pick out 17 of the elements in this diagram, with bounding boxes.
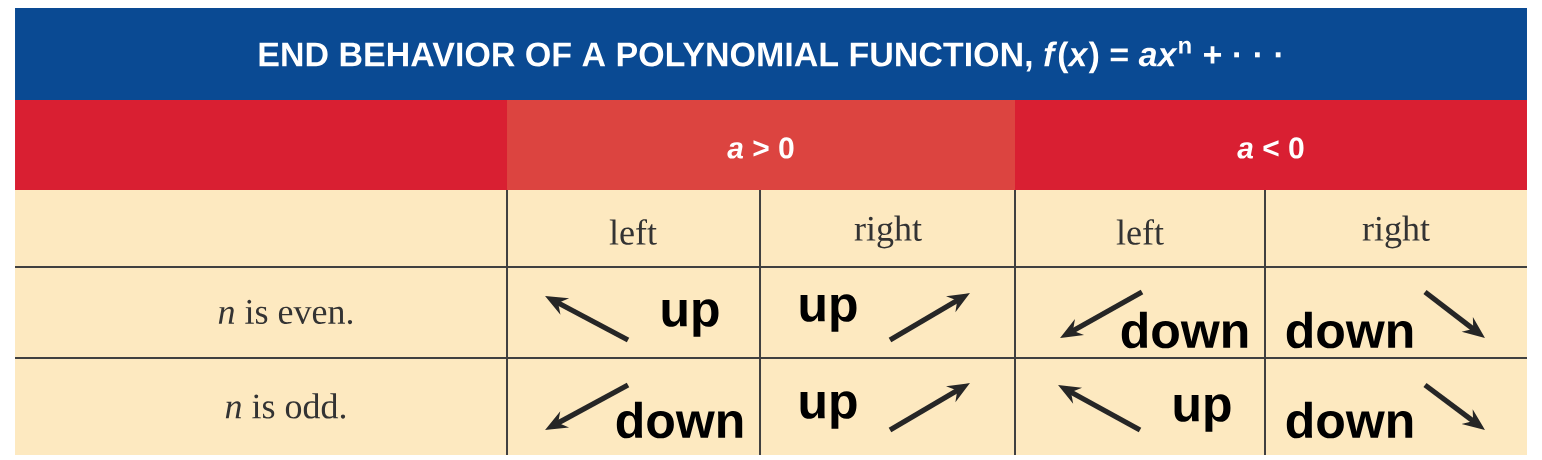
column-header: left [1116, 219, 1164, 245]
cell-text: up [662, 299, 719, 337]
column-header: right [854, 215, 922, 249]
table-title: END BEHAVIOR OF A POLYNOMIAL FUNCTION, f(x) = ax$^{n}$ + · · · [259, 40, 1281, 74]
cell-text: down [1121, 311, 1248, 349]
column-header: left [609, 219, 657, 245]
column-header: a < 0 [1237, 137, 1304, 159]
cell-text: up [800, 294, 857, 332]
column-header: a > 0 [727, 137, 794, 159]
cell-text: down [1286, 311, 1413, 349]
row-header: n is odd. [225, 393, 346, 419]
cell-text: down [616, 401, 743, 439]
column-header: right [1362, 215, 1430, 249]
cell-text: up [800, 391, 857, 429]
row-header: n is even. [218, 299, 353, 325]
cell-text: up [1174, 394, 1231, 432]
cell-text: down [1286, 401, 1413, 439]
